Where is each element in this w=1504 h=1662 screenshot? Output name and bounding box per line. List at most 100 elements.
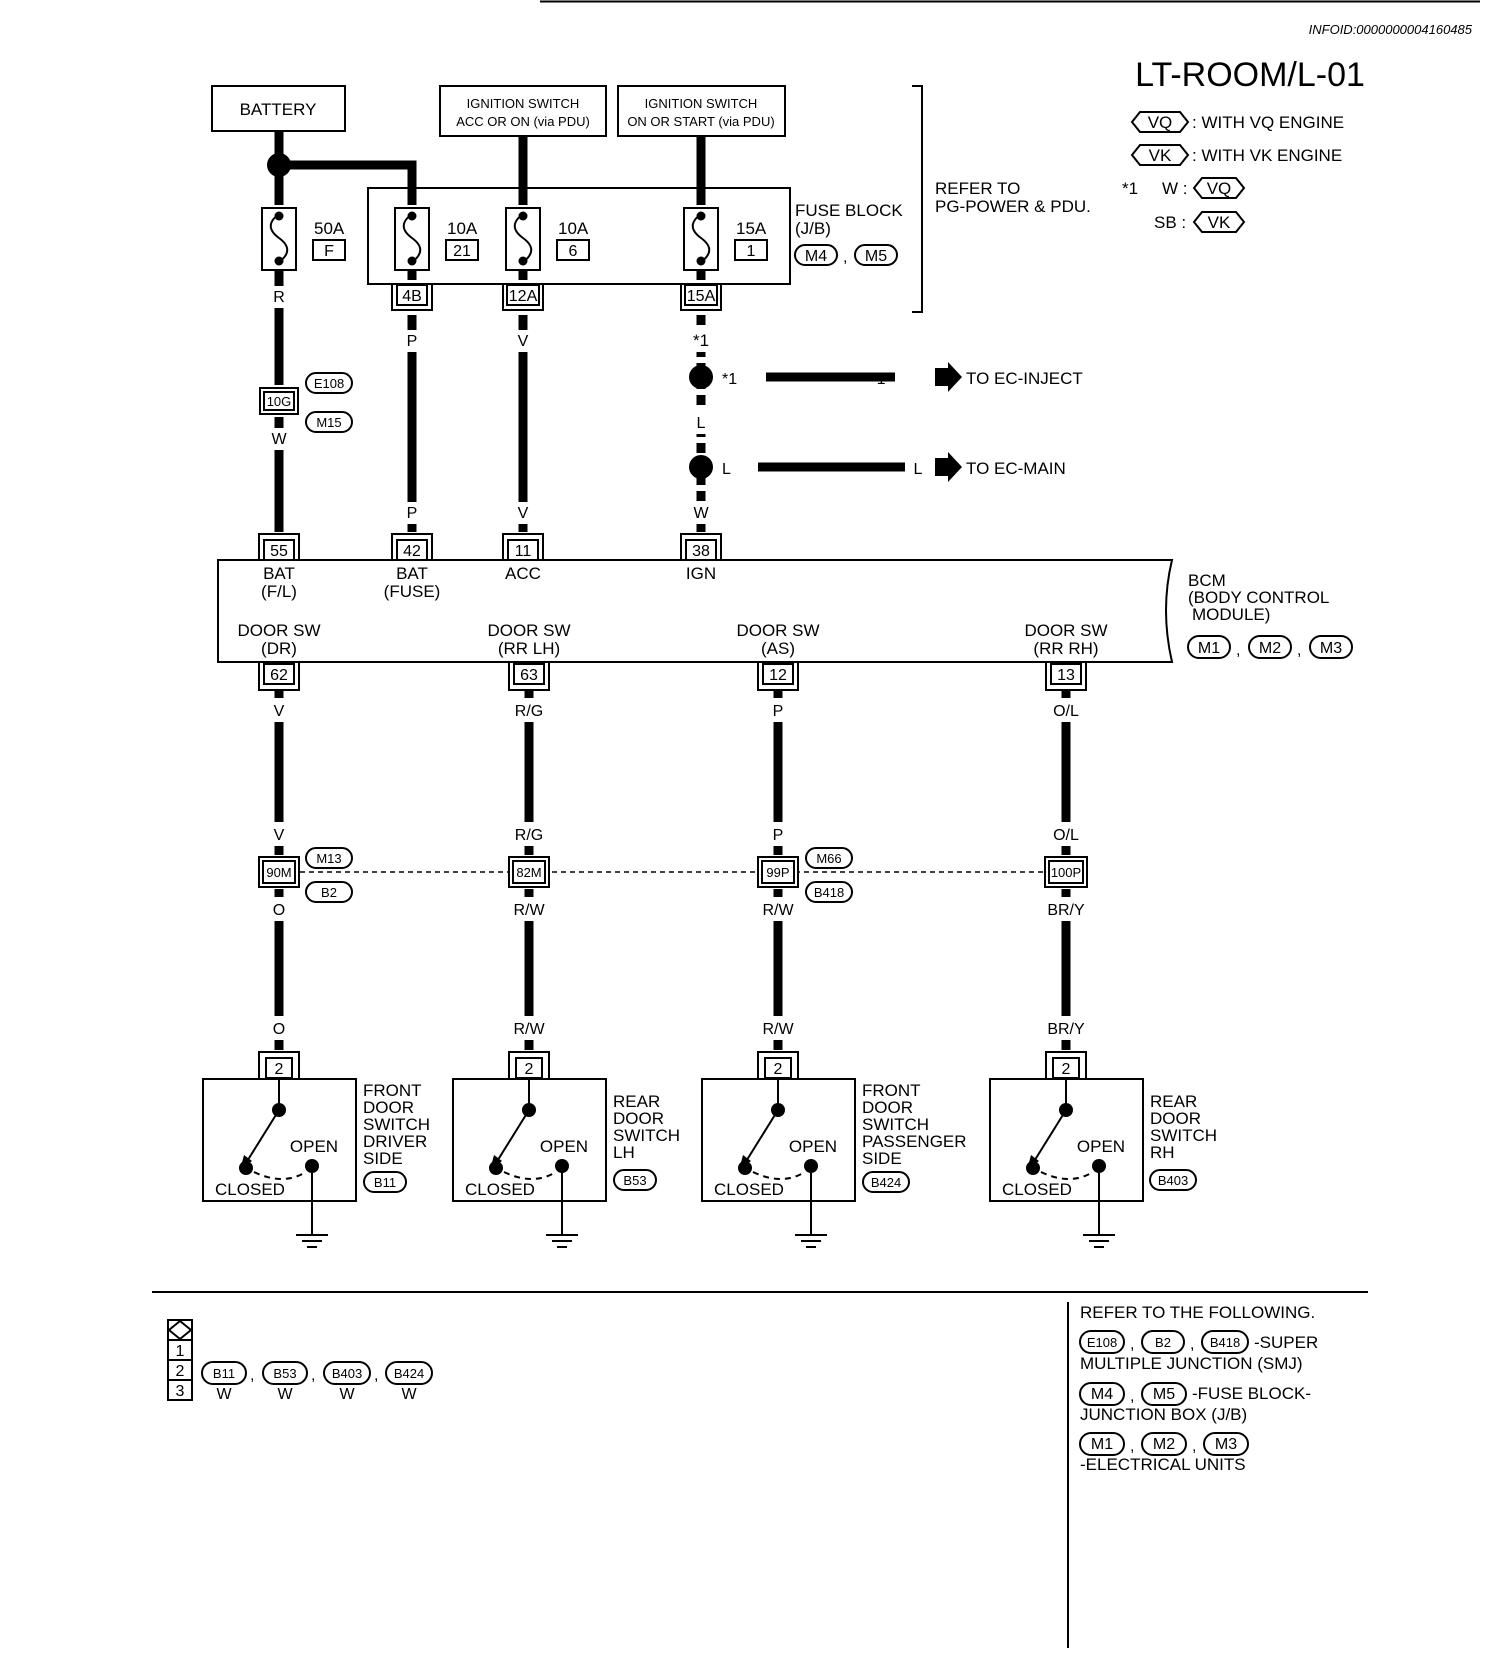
table-comma-3: , xyxy=(374,1367,378,1384)
table-b11-shape xyxy=(201,1361,247,1385)
table-w-3: W xyxy=(339,1386,355,1403)
s2-name-2: DOOR xyxy=(613,1109,664,1128)
front-door-switch-driver xyxy=(202,1078,357,1248)
ref-m2-shape xyxy=(1141,1432,1187,1456)
ign-splice-1 xyxy=(689,365,713,389)
ref-b2: B2 xyxy=(1155,1335,1171,1350)
bcm-comma-1: , xyxy=(1236,642,1240,659)
s1-name-2: DOOR xyxy=(363,1098,414,1117)
wc-rw-lh-1: R/W xyxy=(513,902,545,919)
wc-l-right: L xyxy=(914,461,923,478)
table-w-1: W xyxy=(216,1386,232,1403)
battery-label: BATTERY xyxy=(240,100,317,119)
s2-name-3: SWITCH xyxy=(613,1126,680,1145)
terminal-4b xyxy=(391,284,433,311)
terminal-15a-label: 15A xyxy=(687,288,716,305)
inline-99p-label: 99P xyxy=(766,865,789,880)
s4-open: OPEN xyxy=(1077,1137,1125,1156)
connector-table xyxy=(167,1319,193,1401)
refer-line2: PG-POWER & PDU. xyxy=(935,197,1091,216)
terminal-15a xyxy=(680,284,722,311)
ign-acc-line2: ACC OR ON (via PDU) xyxy=(456,114,590,129)
ref-b418: B418 xyxy=(1210,1335,1240,1350)
wc-p-as-1: P xyxy=(773,703,784,720)
fuse-block-label2: (J/B) xyxy=(795,219,831,238)
ref-m4: M4 xyxy=(1091,1386,1113,1403)
fuse50-id: F xyxy=(324,243,334,260)
s2-conn-shape xyxy=(613,1169,657,1191)
table-b403: B403 xyxy=(332,1366,362,1381)
wc-l-left: L xyxy=(722,461,731,478)
battery-box xyxy=(211,85,346,132)
s3-conn: B424 xyxy=(871,1175,901,1190)
wc-w-bat: W xyxy=(271,431,287,448)
conn-comma: , xyxy=(843,249,847,266)
bcm-t13: 13 xyxy=(1057,667,1075,684)
vq-legend-text: : WITH VQ ENGINE xyxy=(1192,113,1344,132)
conn-b2-shape xyxy=(305,881,353,903)
fuse1-id-box xyxy=(734,239,768,261)
bcm-m2: M2 xyxy=(1259,640,1281,657)
table-b403-shape xyxy=(323,1361,371,1385)
s4-pin: 2 xyxy=(1062,1061,1071,1078)
ref-comma-1: , xyxy=(1130,1336,1134,1353)
ref-m3: M3 xyxy=(1215,1436,1237,1453)
table-b11: B11 xyxy=(213,1366,235,1381)
inline-82m xyxy=(508,856,550,888)
bcm-dsw-rrrh-2: (RR RH) xyxy=(1033,639,1098,658)
bcm-dsw-dr-1: DOOR SW xyxy=(237,621,320,640)
w-variant-tag: VQ xyxy=(1207,179,1232,198)
ref-m2: M2 xyxy=(1153,1436,1175,1453)
s3-conn-shape xyxy=(862,1171,910,1193)
vk-legend-text: : WITH VK ENGINE xyxy=(1192,146,1342,165)
bcm-top-terminals xyxy=(258,533,722,561)
wc-v-dr-2: V xyxy=(274,827,285,844)
ign-on-line2: ON OR START (via PDU) xyxy=(627,114,774,129)
page-title: LT-ROOM/L-01 xyxy=(1135,56,1365,94)
bcm-dsw-rrlh-1: DOOR SW xyxy=(487,621,570,640)
conn-m5-shape xyxy=(854,244,898,266)
table-row-3: 3 xyxy=(176,1383,185,1400)
wc-o-1: O xyxy=(273,902,285,919)
s2-name-1: REAR xyxy=(613,1092,660,1111)
wc-rw-as-1: R/W xyxy=(762,902,794,919)
inline-100p xyxy=(1044,856,1088,888)
ign-splice-2 xyxy=(689,455,713,479)
vq-tag-shape xyxy=(1130,111,1190,133)
bcm-bat-fuse-1: BAT xyxy=(396,564,428,583)
ref-m5-shape xyxy=(1141,1382,1187,1406)
conn-m5: M5 xyxy=(865,248,887,265)
ref-jb-2: JUNCTION BOX (J/B) xyxy=(1080,1405,1247,1424)
s1-pin: 2 xyxy=(275,1061,284,1078)
table-b53: B53 xyxy=(273,1366,296,1381)
table-row-2: 2 xyxy=(176,1363,185,1380)
inline-90m xyxy=(258,856,300,888)
refer-bracket xyxy=(912,85,923,313)
s2-conn: B53 xyxy=(623,1173,646,1188)
fuse-1 xyxy=(683,207,719,271)
fuse6-amp: 10A xyxy=(558,219,589,238)
front-door-switch-passenger xyxy=(701,1078,856,1248)
vk-tag: VK xyxy=(1149,146,1172,165)
wc-ol-2: O/L xyxy=(1053,827,1079,844)
switch-pin-connectors xyxy=(258,1051,1087,1079)
wire-battery-to-fuse21 xyxy=(279,160,417,205)
ec-main-label: TO EC-MAIN xyxy=(966,459,1066,478)
ref-m3-shape xyxy=(1203,1432,1249,1456)
inline-99p xyxy=(757,856,799,888)
wc-r: R xyxy=(273,289,285,306)
upper-wire-labels: R P V *1 *1 *1 L L L W P V W xyxy=(269,286,923,524)
vq-tag: VQ xyxy=(1148,113,1173,132)
s1-name-4: DRIVER xyxy=(363,1132,427,1151)
s4-conn: B403 xyxy=(1158,1173,1188,1188)
wc-star1-left: *1 xyxy=(722,371,737,388)
s1-closed: CLOSED xyxy=(215,1180,285,1199)
terminal-12a-label: 12A xyxy=(509,288,538,305)
bcm-dsw-as-1: DOOR SW xyxy=(736,621,819,640)
bcm-dsw-dr-2: (DR) xyxy=(261,639,297,658)
bcm-name-3: MODULE) xyxy=(1192,605,1270,624)
ec-main-arrow xyxy=(935,452,962,482)
s2-open: OPEN xyxy=(540,1137,588,1156)
fuse6-id-box xyxy=(556,239,590,261)
